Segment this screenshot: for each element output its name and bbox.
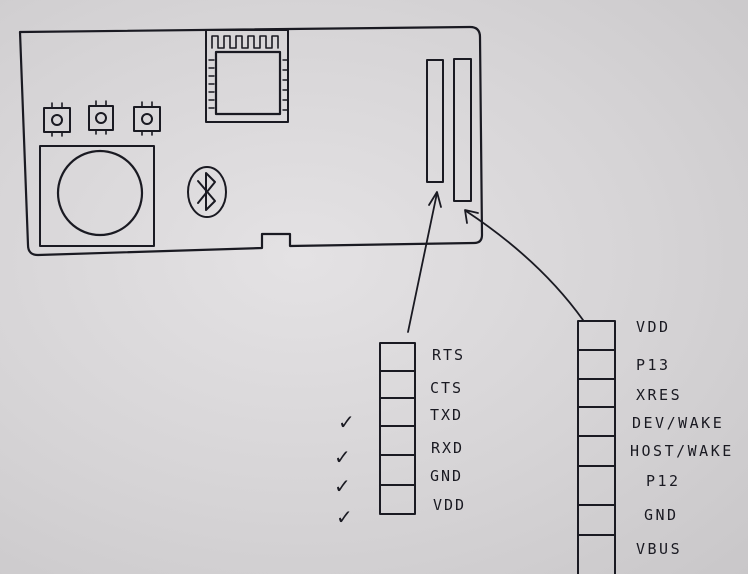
antenna-trace: [211, 35, 279, 49]
pin-label-rts: RTS: [432, 346, 466, 364]
check-mark-vdd: ✓: [336, 505, 353, 529]
pin-label-gnd-right: GND: [644, 506, 679, 524]
left-pin-table: [379, 342, 416, 515]
pin-label-cts: CTS: [430, 379, 464, 397]
right-pin-table: [577, 320, 616, 574]
radio-module: [205, 29, 289, 123]
arrow-right-header: [464, 209, 584, 321]
pin-label-rxd: RXD: [431, 439, 465, 457]
pin-label-txd: TXD: [430, 406, 464, 424]
board-outline: [18, 25, 484, 257]
pin-label-vbus: VBUS: [636, 540, 683, 558]
arrow-left-header: [407, 191, 442, 333]
board-header-left: [426, 59, 444, 183]
pin-label-xres: XRES: [636, 386, 683, 404]
pin-label-vdd-right: VDD: [636, 318, 671, 336]
check-mark-gnd: ✓: [334, 474, 351, 498]
bluetooth-icon: [187, 166, 227, 218]
check-mark-txd: ✓: [338, 410, 355, 434]
coin-cell-holder: [39, 145, 155, 247]
pin-label-p13: P13: [636, 356, 671, 374]
check-mark-rxd: ✓: [334, 445, 351, 469]
pin-label-gnd: GND: [430, 467, 464, 485]
board-header-right: [453, 58, 472, 202]
pin-label-p12: P12: [646, 472, 681, 490]
pin-label-host-wake: HOST/WAKE: [630, 442, 734, 460]
tactile-button-3: [133, 101, 161, 136]
tactile-button-2: [88, 100, 114, 135]
pin-label-vdd: VDD: [433, 496, 467, 514]
tactile-button-1: [43, 102, 71, 137]
pin-label-dev-wake: DEV/WAKE: [632, 414, 725, 432]
